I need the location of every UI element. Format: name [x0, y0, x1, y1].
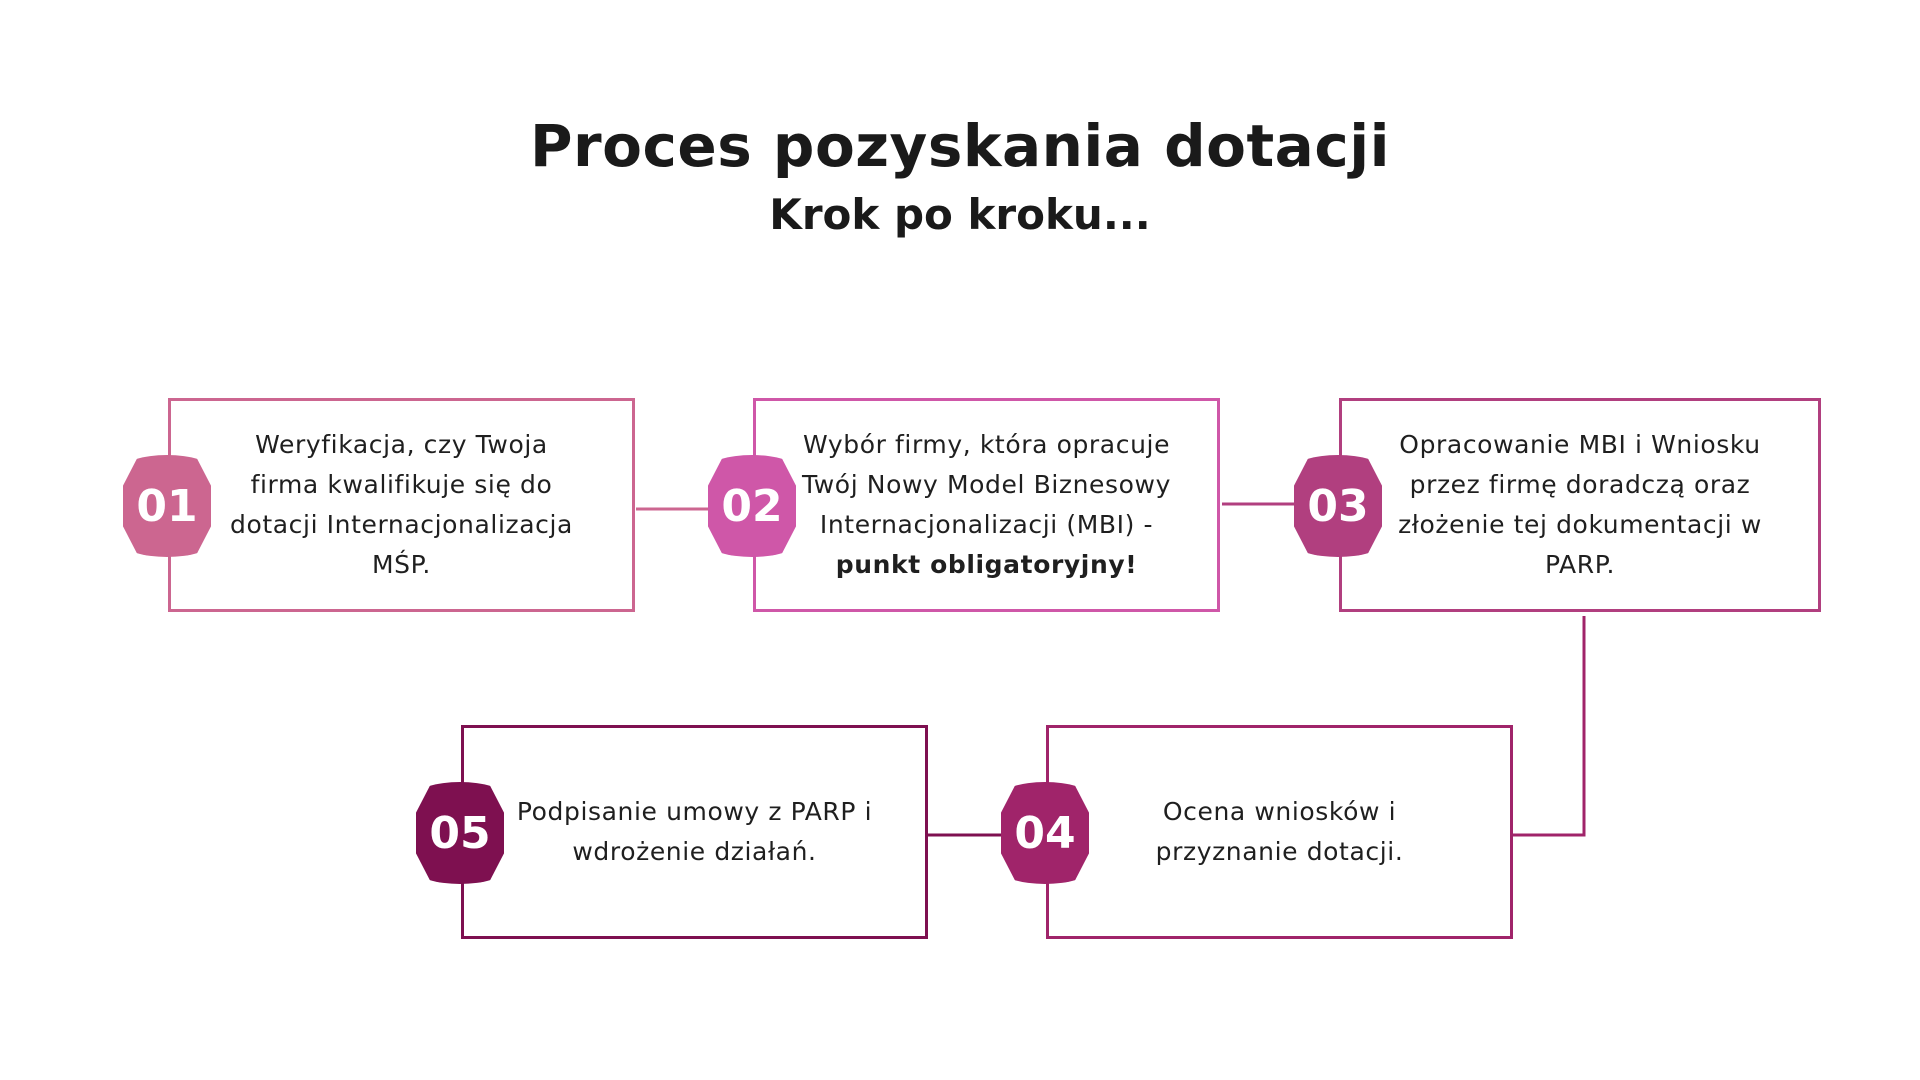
step-box-05: Podpisanie umowy z PARP i wdrożenie dzia… [461, 725, 928, 939]
step-02-line-2: Twój Nowy Model Biznesowy [802, 470, 1171, 499]
step-02-line-1: Wybór firmy, która opracuje [802, 430, 1171, 459]
step-text-04: Ocena wniosków i przyznanie dotacji. [1156, 792, 1404, 872]
step-box-04: Ocena wniosków i przyznanie dotacji. [1046, 725, 1513, 939]
step-text-02: Wybór firmy, która opracuje Twój Nowy Mo… [802, 425, 1171, 585]
step-text-05: Podpisanie umowy z PARP i wdrożenie dzia… [517, 792, 872, 872]
step-badge-02: 02 [708, 455, 796, 557]
step-03-line-1: Opracowanie MBI i Wniosku [1399, 430, 1761, 459]
connector-03-04 [1513, 616, 1586, 837]
step-04-line-1: Ocena wniosków i [1162, 797, 1397, 826]
step-text-03: Opracowanie MBI i Wniosku przez firmę do… [1398, 425, 1762, 585]
step-01-line-4: MŚP. [372, 550, 431, 579]
step-01-line-3: dotacji Internacjonalizacja [230, 510, 573, 539]
step-03-line-3: złożenie tej dokumentacji w [1398, 510, 1762, 539]
step-05-line-2: wdrożenie działań. [572, 837, 817, 866]
page-subtitle: Krok po kroku... [769, 190, 1151, 239]
step-badge-05: 05 [416, 782, 504, 884]
step-01-line-1: Weryfikacja, czy Twoja [255, 430, 548, 459]
step-text-01: Weryfikacja, czy Twoja firma kwalifikuje… [230, 425, 573, 585]
step-04-line-2: przyznanie dotacji. [1155, 837, 1404, 866]
step-box-03: Opracowanie MBI i Wniosku przez firmę do… [1339, 398, 1821, 612]
step-badge-04: 04 [1001, 782, 1089, 884]
step-badge-01: 01 [123, 455, 211, 557]
step-05-line-1: Podpisanie umowy z PARP i [516, 797, 873, 826]
step-02-emphasis: punkt obligatoryjny! [835, 550, 1138, 579]
page-title: Proces pozyskania dotacji [530, 112, 1390, 180]
step-box-02: Wybór firmy, która opracuje Twój Nowy Mo… [753, 398, 1220, 612]
step-03-line-2: przez firmę doradczą oraz [1409, 470, 1751, 499]
step-03-line-4: PARP. [1544, 550, 1616, 579]
step-01-line-2: firma kwalifikuje się do [250, 470, 553, 499]
step-badge-03: 03 [1294, 455, 1382, 557]
step-02-line-3: Internacjonalizacji (MBI) - [819, 510, 1154, 539]
step-box-01: Weryfikacja, czy Twoja firma kwalifikuje… [168, 398, 635, 612]
